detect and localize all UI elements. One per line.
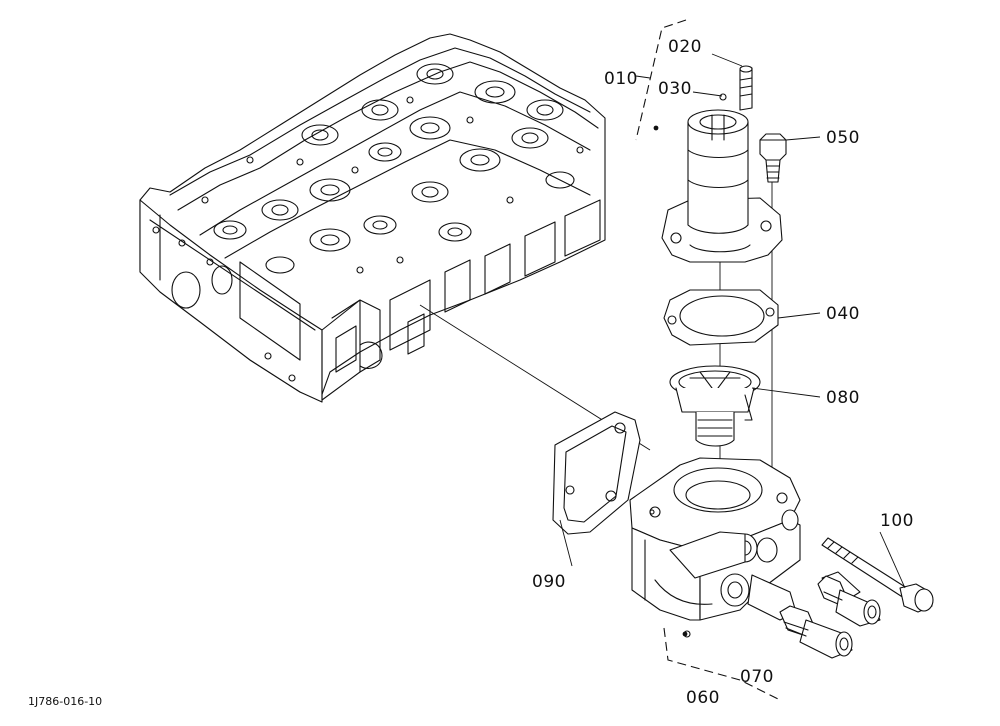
callout-100: 100: [880, 511, 914, 531]
callout-090: 090: [532, 572, 566, 592]
housing-gasket: [553, 412, 640, 534]
callout-010: 010: [604, 69, 638, 89]
callout-030: 030: [658, 79, 692, 99]
thermostat: [670, 366, 760, 446]
thermostat-cover: [662, 110, 782, 262]
cover-gasket: [664, 290, 778, 345]
callout-080: 080: [826, 388, 860, 408]
marker-dot: [682, 631, 688, 637]
air-vent-ball: [720, 94, 726, 100]
marker-dot: [653, 125, 659, 131]
group-bracket-010: [636, 20, 686, 140]
union-joint-060: [780, 606, 852, 658]
callout-070: 070: [740, 667, 774, 687]
callout-050: 050: [826, 128, 860, 148]
cylinder-head: [140, 34, 605, 402]
reference-code: 1J786-016-10: [28, 695, 102, 708]
housing-bolt: [822, 538, 933, 612]
callout-040: 040: [826, 304, 860, 324]
union-joint-070: [818, 572, 880, 626]
group-bracket-060: [664, 628, 780, 700]
pipe-plug: [740, 66, 752, 110]
callout-020: 020: [668, 37, 702, 57]
callout-060: 060: [686, 688, 720, 708]
thermostat-housing: [630, 458, 800, 637]
flange-bolt: [760, 134, 786, 182]
